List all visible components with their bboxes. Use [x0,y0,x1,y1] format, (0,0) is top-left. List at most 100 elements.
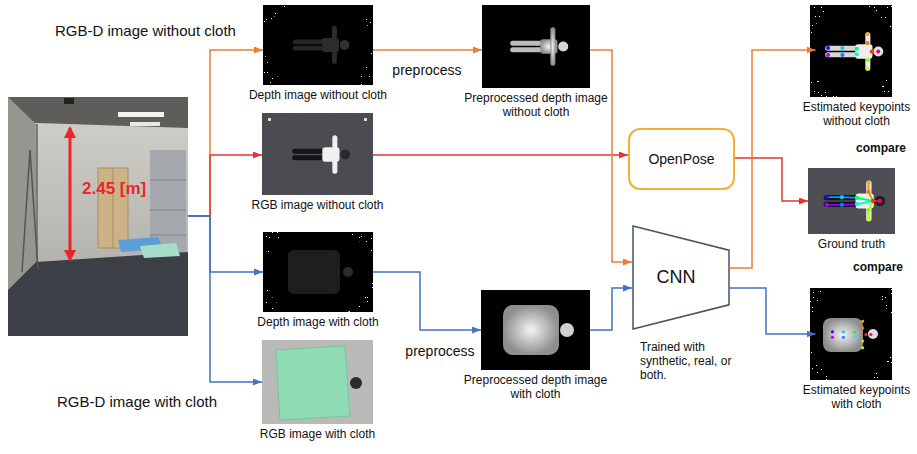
result-picture [808,168,895,234]
image-frame [262,340,373,424]
section-label: RGB-D image without cloth [55,22,236,40]
image-frame [262,113,373,195]
image-caption: RGB image with cloth [260,427,375,441]
image-caption: Preprocessed depth image with cloth [463,373,608,401]
connector-arrow [188,155,262,216]
rgb-picture [350,377,362,389]
room-photo [150,235,186,236]
preprocessed-picture [503,305,559,355]
depth-picture [293,39,325,50]
depth-picture [264,232,372,312]
connector-arrow [188,50,263,216]
network-trapezoid: CNN [632,225,730,330]
room-photo [140,243,180,258]
rgb-picture [262,113,373,195]
image-frame [263,232,373,312]
connector-arrow [730,288,816,334]
rgb-picture [364,118,367,121]
connector-arrow [730,50,816,268]
room-photo [8,97,36,290]
section-label: RGB-D image with cloth [57,393,217,411]
connector-arrow [373,154,628,156]
preprocessed-picture [482,5,590,88]
connector-arrow [188,216,262,382]
result-picture [810,288,892,380]
process-box: OpenPose [628,128,735,190]
room-photo [30,150,38,270]
preprocessed-image: Preprocessed depth image without cloth [464,5,609,119]
box-label: OpenPose [648,151,714,167]
room-photo [64,98,74,104]
image-frame [263,5,373,85]
preprocessed-picture [540,27,557,66]
rgb-picture [322,135,339,174]
image-frame [482,5,590,88]
rgb-picture [262,340,373,424]
room-photo [150,180,186,181]
image-caption: Ground truth [808,237,895,251]
connector-arrow [735,158,808,201]
room-photo [130,122,160,126]
rgb-image: RGB image without cloth [251,113,383,212]
preprocessed-picture [510,41,543,52]
depth-image: Depth image without cloth [249,5,387,102]
preprocessed-image: Preprocessed depth image with cloth [463,290,608,401]
preprocessed-picture [558,41,568,51]
image-caption: Depth image without cloth [249,88,387,102]
edge-label: preprocess [403,343,476,359]
image-caption: Estimated keypoints with cloth [798,383,916,411]
depth-picture [263,5,373,85]
room-photo [8,97,188,336]
result-picture [810,5,892,97]
result-picture [831,320,873,349]
depth-picture [343,267,353,277]
rgb-picture [340,149,350,159]
trapezoid-shape [633,226,729,329]
rgb-picture [262,113,373,195]
image-caption: Preprocessed depth image without cloth [464,91,609,119]
connectors [188,50,816,382]
result-picture [826,32,880,70]
room-photo [150,210,186,211]
connector-arrow [373,49,482,51]
depth-picture [264,5,372,85]
result-picture [825,181,882,222]
rgb-image: RGB image with cloth [260,340,375,441]
image-frame [816,288,898,380]
image-frame [816,5,898,97]
preprocessed-picture [482,5,590,88]
edge-label: preprocess [390,62,463,78]
trapezoid-content: CNN [632,225,730,330]
rgb-picture [292,149,325,160]
connector-arrow [373,272,481,330]
height-arrow [69,128,72,260]
note-text: Trained with synthetic, real, or both. [640,340,735,382]
compare-label: compare [856,141,906,155]
preprocessed-picture [481,290,590,370]
image-caption: RGB image without cloth [251,198,383,212]
result-picture [823,318,863,352]
room-photo [8,252,188,336]
result-image: Estimated keypoints with cloth [798,288,916,411]
depth-picture [340,40,350,50]
connector-arrow [590,288,632,330]
depth-image: Depth image with cloth [257,232,378,329]
result-image: Ground truth [808,168,895,251]
result-picture [808,168,895,234]
preprocessed-picture [560,323,574,337]
rgb-picture [276,346,350,420]
image-frame [808,168,895,234]
image-caption: Estimated keypoints without cloth [798,100,916,128]
dimension-label: 2.45 [m] [82,179,146,199]
result-picture [810,5,892,97]
image-caption: Depth image with cloth [257,315,378,329]
compare-label: compare [853,260,903,274]
result-image: Estimated keypoints without cloth [798,5,916,128]
rgb-picture [268,118,271,121]
rgb-picture [262,340,373,424]
image-frame [481,290,590,370]
room-photo [8,97,188,336]
preprocessed-picture [481,290,590,370]
